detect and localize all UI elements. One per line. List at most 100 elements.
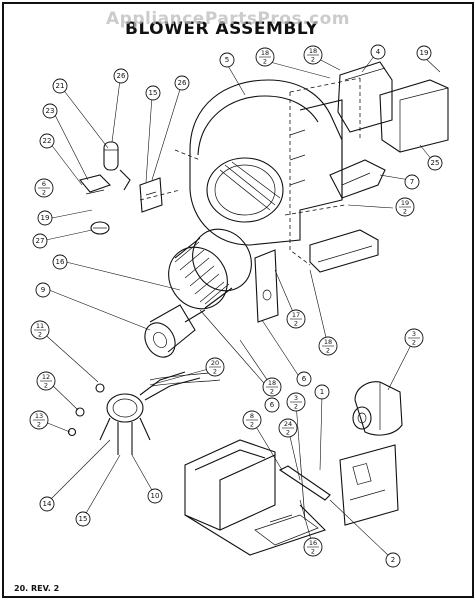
callout-10: 10	[147, 488, 163, 504]
callout-7: 7	[404, 174, 420, 190]
fraction-24-2: 24 2	[278, 418, 298, 438]
blower-housing	[189, 79, 343, 246]
callout-21: 21	[52, 78, 68, 94]
fraction-20-2: 20 2	[205, 357, 225, 377]
svg-text:3: 3	[294, 394, 298, 402]
screws	[67, 383, 105, 437]
svg-text:3: 3	[412, 330, 416, 338]
fraction-18-2-top-right: 18 2	[303, 45, 323, 65]
svg-text:21: 21	[56, 82, 65, 90]
svg-text:2: 2	[326, 347, 330, 355]
revision-label: 20. REV. 2	[14, 584, 59, 593]
svg-text:19: 19	[401, 199, 409, 207]
svg-text:23: 23	[46, 107, 55, 115]
base-pan	[184, 439, 327, 556]
svg-text:2: 2	[294, 320, 298, 328]
svg-text:2: 2	[311, 56, 315, 64]
callout-19-top: 19	[416, 45, 432, 61]
fraction-16-2: 16 2	[303, 537, 323, 557]
fraction-8-2: 8 2	[242, 410, 262, 430]
svg-text:15: 15	[149, 89, 158, 97]
fraction-6-2: 6 2	[34, 178, 54, 198]
blower-wheel	[168, 228, 252, 310]
svg-text:13: 13	[35, 412, 43, 420]
fraction-11-2: 11 2	[30, 320, 50, 340]
svg-text:2: 2	[250, 421, 254, 429]
relay-27	[90, 221, 110, 235]
svg-text:22: 22	[43, 137, 52, 145]
fraction-18-2-top-left: 18 2	[255, 47, 275, 67]
svg-text:5: 5	[225, 56, 229, 64]
callout-27: 27	[32, 233, 48, 249]
svg-text:6: 6	[302, 375, 307, 383]
svg-text:18: 18	[324, 338, 332, 346]
callout-6-bottom: 6	[264, 397, 280, 413]
svg-text:25: 25	[431, 159, 440, 167]
motor-mount	[99, 371, 201, 455]
svg-text:2: 2	[38, 331, 42, 339]
callout-19-left: 19	[37, 210, 53, 226]
callout-23: 23	[42, 103, 58, 119]
fraction-13-2: 13 2	[29, 410, 49, 430]
svg-text:15: 15	[79, 515, 88, 523]
svg-text:9: 9	[41, 286, 45, 294]
diagram-title: BLOWER ASSEMBLY	[125, 19, 319, 39]
svg-text:19: 19	[41, 214, 50, 222]
svg-text:26: 26	[117, 72, 126, 80]
control-plate	[339, 444, 399, 526]
fraction-12-2: 12 2	[36, 371, 56, 391]
callout-14: 14	[39, 496, 55, 512]
gasket-strip	[278, 454, 331, 521]
callout-4: 4	[370, 44, 386, 60]
svg-text:20: 20	[211, 359, 219, 367]
svg-text:18: 18	[268, 379, 276, 387]
svg-text:2: 2	[37, 421, 41, 429]
svg-text:16: 16	[56, 258, 65, 266]
bracket-7	[329, 159, 386, 199]
top-panel	[337, 61, 449, 153]
callout-1: 1	[314, 384, 330, 400]
callout-26-right: 26	[174, 75, 190, 91]
callout-16: 16	[52, 254, 68, 270]
svg-text:2: 2	[311, 548, 315, 556]
svg-text:2: 2	[42, 189, 46, 197]
callout-9: 9	[35, 282, 51, 298]
svg-text:17: 17	[292, 311, 300, 319]
svg-text:2: 2	[286, 429, 290, 437]
svg-text:2: 2	[403, 208, 407, 216]
capacitor-assembly	[79, 141, 131, 195]
mount-bracket-26	[139, 177, 163, 213]
callout-15-top: 15	[145, 85, 161, 101]
svg-text:14: 14	[43, 500, 52, 508]
callout-5: 5	[219, 52, 235, 68]
fraction-17-2: 17 2	[286, 309, 306, 329]
access-panel	[254, 249, 279, 323]
svg-text:2: 2	[213, 368, 217, 376]
svg-text:7: 7	[410, 178, 414, 186]
svg-text:26: 26	[178, 79, 187, 87]
blower-motor	[144, 304, 206, 358]
callout-15-bottom: 15	[75, 511, 91, 527]
svg-text:4: 4	[376, 48, 381, 56]
fraction-19-2: 19 2	[395, 197, 415, 217]
svg-text:6: 6	[270, 401, 275, 409]
watermark-text: AppliancePartsPros.com	[106, 9, 350, 29]
svg-text:18: 18	[309, 47, 317, 55]
svg-text:2: 2	[294, 403, 298, 411]
svg-text:8: 8	[250, 412, 254, 420]
callout-25: 25	[427, 155, 443, 171]
fraction-18-2-mid: 18 2	[318, 336, 338, 356]
svg-text:12: 12	[42, 373, 50, 381]
callout-22: 22	[39, 133, 55, 149]
callout-6-right: 6	[296, 371, 312, 387]
svg-text:18: 18	[261, 49, 269, 57]
cabinet-outline	[139, 77, 361, 266]
callout-2: 2	[385, 552, 401, 568]
svg-text:11: 11	[36, 322, 44, 330]
shelf-bracket	[309, 229, 379, 273]
svg-text:1: 1	[320, 388, 324, 396]
svg-text:6: 6	[42, 180, 46, 188]
svg-text:2: 2	[44, 382, 48, 390]
